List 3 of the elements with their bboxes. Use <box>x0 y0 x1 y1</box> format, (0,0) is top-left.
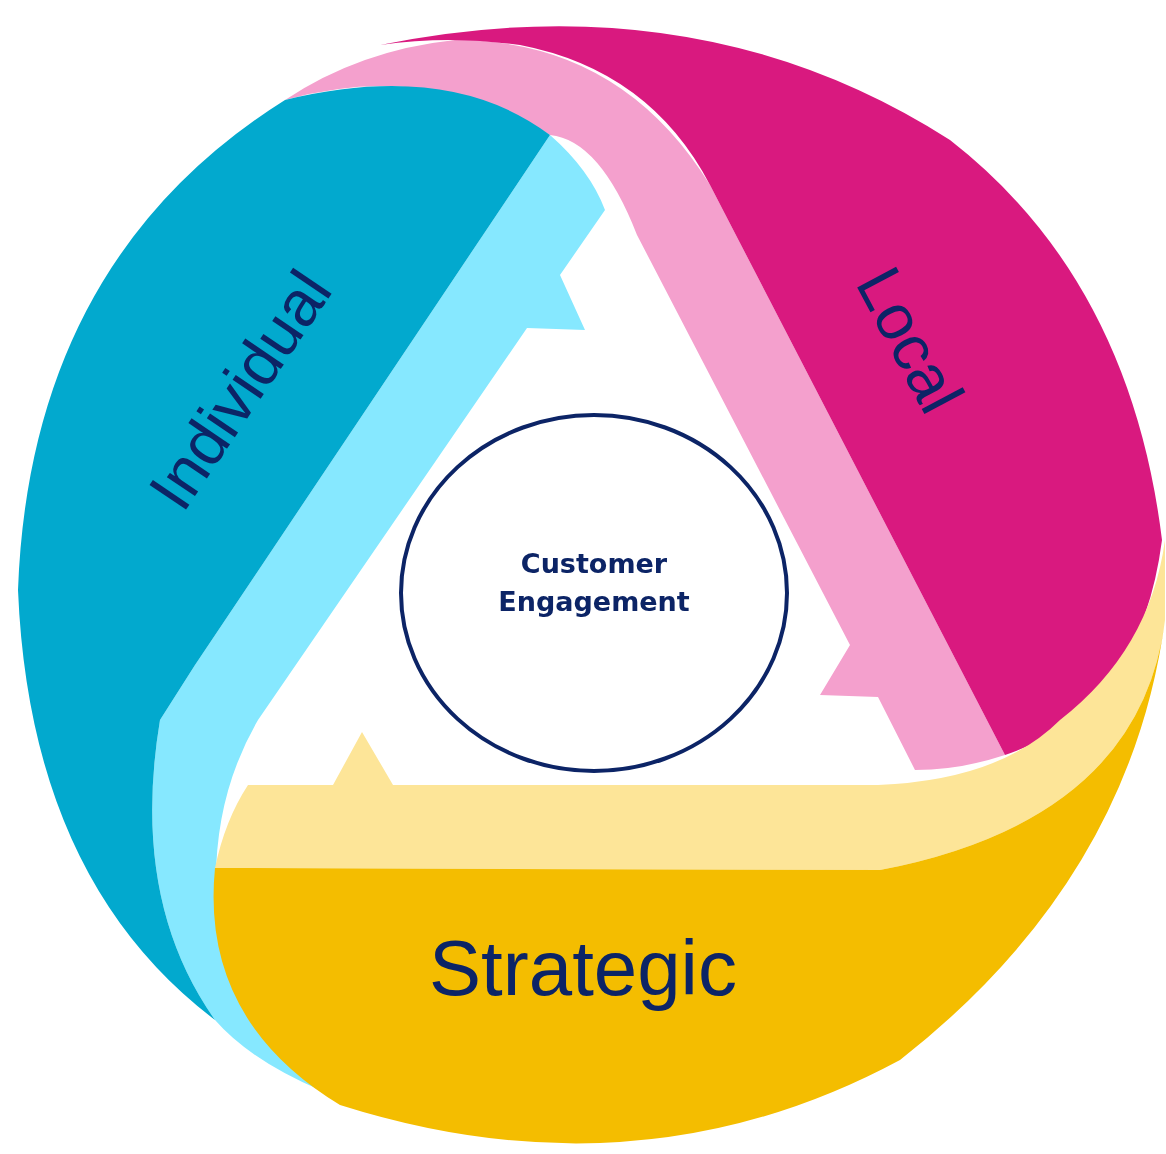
segment-label: Strategic <box>429 924 737 1012</box>
center-label: Customer Engagement <box>497 547 691 619</box>
segment-label: Local <box>842 255 978 425</box>
